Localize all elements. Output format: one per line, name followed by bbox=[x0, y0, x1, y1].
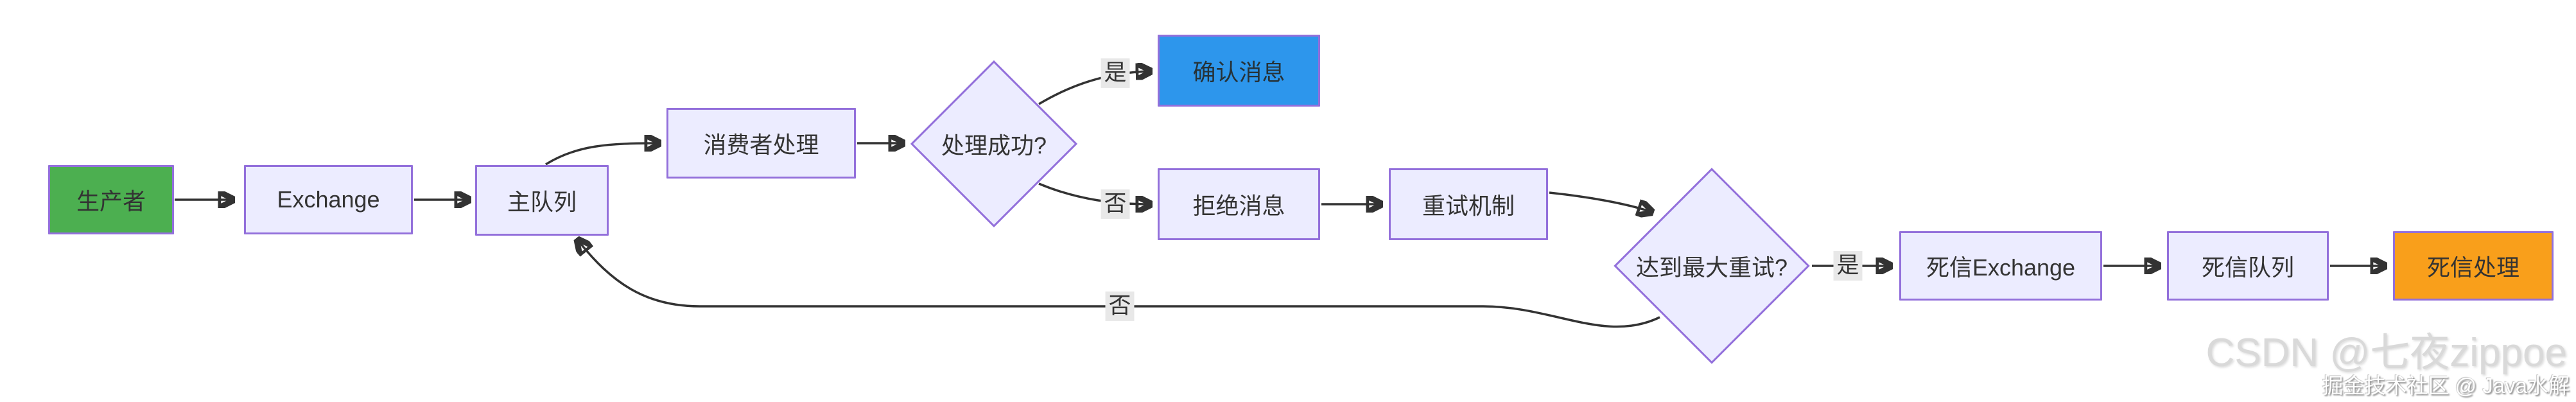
node-reject-message-label: 拒绝消息 bbox=[1192, 193, 1285, 219]
node-dead-letter-queue-label: 死信队列 bbox=[2201, 254, 2294, 281]
decision-processing-success: 处理成功? bbox=[910, 60, 1078, 228]
node-consumer-processing-label: 消费者处理 bbox=[703, 132, 819, 158]
decision-max-retry-label: 达到最大重试? bbox=[1635, 254, 1788, 281]
node-dead-letter-handler: 死信处理 bbox=[2393, 231, 2554, 301]
node-producer-label: 生产者 bbox=[76, 188, 146, 214]
node-confirm-message-label: 确认消息 bbox=[1192, 59, 1285, 85]
edge-maxretry-no-return bbox=[578, 240, 1660, 328]
node-reject-message: 拒绝消息 bbox=[1158, 168, 1320, 240]
node-retry-mechanism-label: 重试机制 bbox=[1422, 193, 1515, 219]
edge-success-yes bbox=[1038, 71, 1150, 105]
watermark-csdn: CSDN @七夜zippoe bbox=[2206, 331, 2567, 375]
node-dead-letter-exchange: 死信Exchange bbox=[1899, 231, 2102, 301]
edge-label-max-retry-yes: 是 bbox=[1833, 250, 1863, 281]
node-main-queue: 主队列 bbox=[475, 165, 609, 236]
edge-retry-decisionmax bbox=[1549, 191, 1651, 212]
edge-label-success-no: 否 bbox=[1101, 189, 1130, 220]
edge-label-max-retry-no: 否 bbox=[1105, 291, 1135, 322]
decision-max-retry: 达到最大重试? bbox=[1614, 168, 1810, 364]
node-consumer-processing: 消费者处理 bbox=[666, 108, 856, 179]
node-retry-mechanism: 重试机制 bbox=[1389, 168, 1548, 240]
node-main-queue-label: 主队列 bbox=[507, 189, 577, 215]
edge-mainqueue-consumer bbox=[545, 143, 659, 166]
edge-label-success-yes: 是 bbox=[1101, 58, 1130, 89]
node-exchange: Exchange bbox=[244, 165, 413, 234]
node-confirm-message: 确认消息 bbox=[1158, 35, 1320, 107]
node-exchange-label: Exchange bbox=[277, 186, 380, 213]
edge-success-no bbox=[1038, 182, 1150, 204]
node-dead-letter-queue: 死信队列 bbox=[2167, 231, 2329, 301]
node-producer: 生产者 bbox=[48, 165, 174, 234]
node-dead-letter-exchange-label: 死信Exchange bbox=[1926, 254, 2076, 281]
node-dead-letter-handler-label: 死信处理 bbox=[2426, 254, 2519, 281]
watermark-juejin: 掘金技术社区 @ Java水解 bbox=[2322, 374, 2570, 398]
decision-processing-success-label: 处理成功? bbox=[941, 132, 1047, 159]
